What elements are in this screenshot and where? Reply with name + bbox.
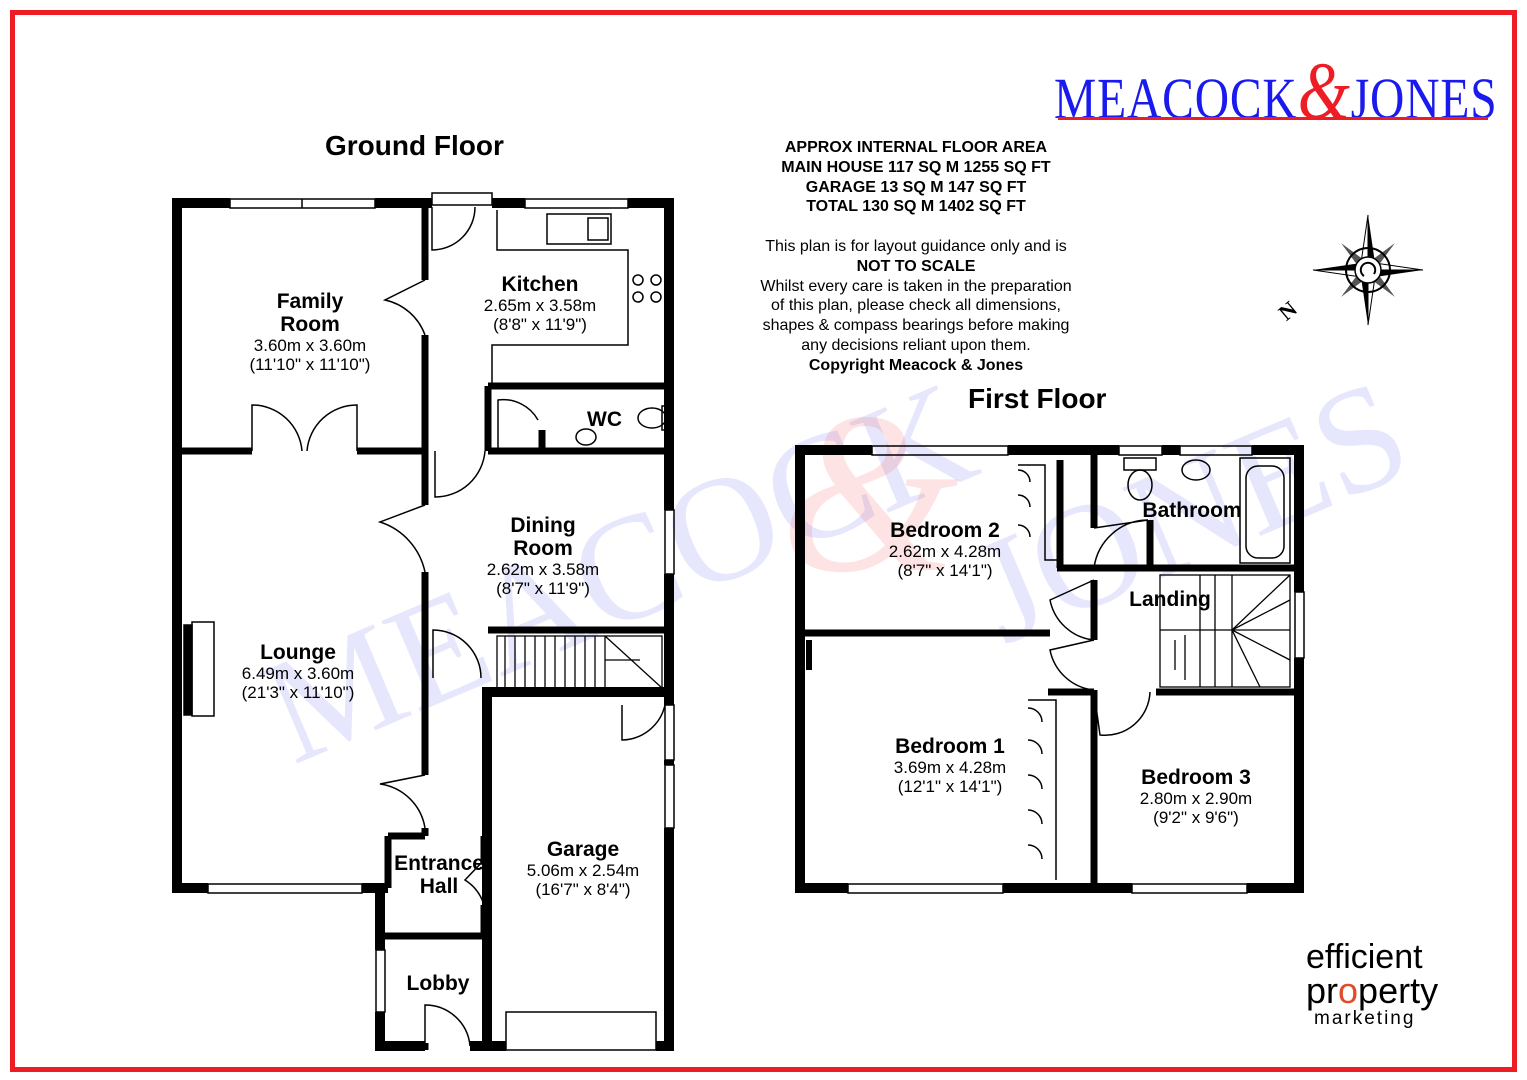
brand-right: JONES — [1350, 66, 1498, 131]
room-dimension-metric: 6.49m x 3.60m — [241, 664, 355, 683]
disclaimer-line: of this plan, please check all dimension… — [771, 297, 1061, 315]
room-dimension-metric: 3.60m x 3.60m — [253, 336, 367, 355]
room-dimension-imperial: (8'7" x 14'1") — [897, 561, 993, 580]
room-name: Kitchen — [501, 273, 579, 296]
first-floor-internal-walls — [803, 450, 1299, 888]
room-dimension-metric: 2.62m x 3.58m — [486, 560, 600, 579]
disclaimer-line: any decisions reliant upon them. — [801, 336, 1031, 354]
ground-floor-walls — [172, 198, 674, 1051]
logo-line: efficient — [1306, 938, 1423, 976]
disclaimer-line: This plan is for layout guidance only an… — [765, 238, 1067, 255]
first-floor-doors-fittings — [1017, 457, 1291, 880]
room-name: WC — [587, 408, 622, 431]
room-dimension-imperial: (21'3" x 11'10") — [241, 683, 355, 702]
room-name: Room — [280, 313, 340, 336]
area-info-line: GARAGE 13 SQ M 147 SQ FT — [805, 178, 1027, 196]
first-floor-walls — [795, 445, 1304, 893]
room-landing: Landing — [1100, 588, 1240, 611]
room-bedroom-1: Bedroom 1 3.69m x 4.28m (12'1" x 14'1") — [850, 735, 1050, 796]
room-dimension-metric: 2.80m x 2.90m — [1139, 789, 1253, 808]
room-name: Lounge — [260, 641, 336, 664]
room-dining-room: Dining Room 2.62m x 3.58m (8'7" x 11'9") — [443, 514, 643, 598]
room-name: Family — [276, 290, 344, 313]
disclaimer-line: Whilst every care is taken in the prepar… — [760, 277, 1072, 295]
room-bedroom-2: Bedroom 2 2.62m x 4.28m (8'7" x 14'1") — [845, 519, 1045, 580]
area-info-line: MAIN HOUSE 117 SQ M 1255 SQ FT — [781, 158, 1051, 176]
room-dimension-metric: 2.62m x 4.28m — [888, 542, 1002, 561]
compass-rose-icon — [1312, 214, 1424, 326]
room-dimension-metric: 2.65m x 3.58m — [483, 296, 597, 315]
room-name: Lobby — [406, 972, 470, 995]
room-name: Hall — [419, 875, 459, 898]
ground-floor-doors — [183, 206, 666, 1047]
efficient-property-marketing-logo: efficient property marketing — [1306, 940, 1466, 1030]
logo-o-mark: o — [1338, 970, 1359, 1011]
ground-floor-windows — [207, 192, 675, 1051]
ground-floor-stairs — [496, 635, 663, 689]
room-dimension-imperial: (16'7" x 8'4") — [535, 880, 631, 899]
room-dimension-imperial: (9'2" x 9'6") — [1153, 808, 1239, 827]
room-lobby: Lobby — [388, 972, 488, 995]
room-family-room: Family Room 3.60m x 3.60m (11'10" x 11'1… — [210, 290, 410, 374]
room-bedroom-3: Bedroom 3 2.80m x 2.90m (9'2" x 9'6") — [1096, 766, 1296, 827]
room-dimension-imperial: (11'10" x 11'10") — [249, 355, 371, 374]
first-floor-title: First Floor — [968, 383, 1107, 414]
area-info-line: TOTAL 130 SQ M 1402 SQ FT — [806, 198, 1026, 216]
kitchen-units — [491, 210, 669, 446]
room-wc: WC — [587, 408, 622, 431]
room-bathroom: Bathroom — [1122, 499, 1262, 522]
room-name: Bedroom 2 — [890, 519, 1000, 542]
room-entrance-hall: Entrance Hall — [384, 852, 494, 898]
first-floor-stairs — [1159, 574, 1291, 688]
logo-line: marketing — [1314, 1008, 1416, 1029]
area-info: APPROX INTERNAL FLOOR AREA MAIN HOUSE 11… — [716, 138, 1116, 217]
brand-underline — [1058, 117, 1488, 120]
room-name: Dining — [510, 514, 576, 537]
brand-left: MEACOCK — [1054, 66, 1298, 131]
disclaimer-line: Copyright Meacock & Jones — [808, 356, 1024, 374]
room-name: Garage — [546, 838, 620, 861]
logo-line: perty — [1358, 970, 1439, 1011]
disclaimer-line: NOT TO SCALE — [856, 257, 976, 275]
room-dimension-imperial: (8'8" x 11'9") — [493, 315, 587, 334]
page-border — [10, 10, 1517, 1072]
area-info-line: APPROX INTERNAL FLOOR AREA — [784, 139, 1048, 156]
ground-floor-title: Ground Floor — [325, 130, 504, 161]
room-dimension-imperial: (12'1" x 14'1") — [897, 777, 1003, 796]
ground-floor-internal-walls — [180, 203, 669, 1050]
room-name: Entrance — [394, 852, 484, 875]
logo-line: pr — [1306, 970, 1339, 1011]
room-kitchen: Kitchen 2.65m x 3.58m (8'8" x 11'9") — [440, 273, 640, 334]
room-name: Bedroom 1 — [895, 735, 1005, 758]
room-dimension-imperial: (8'7" x 11'9") — [496, 579, 590, 598]
first-floor-windows — [847, 445, 1305, 894]
room-dimension-metric: 3.69m x 4.28m — [893, 758, 1007, 777]
brand-amp: & — [1297, 45, 1351, 136]
brand-logo: MEACOCK&JONES — [1054, 44, 1497, 136]
room-name: Bedroom 3 — [1141, 766, 1251, 789]
room-garage: Garage 5.06m x 2.54m (16'7" x 8'4") — [483, 838, 683, 899]
room-name: Landing — [1129, 588, 1211, 611]
room-name: Room — [513, 537, 573, 560]
disclaimer: This plan is for layout guidance only an… — [716, 237, 1116, 376]
room-name: Bathroom — [1142, 499, 1242, 522]
room-lounge: Lounge 6.49m x 3.60m (21'3" x 11'10") — [198, 641, 398, 702]
disclaimer-line: shapes & compass bearings before making — [762, 317, 1070, 335]
room-dimension-metric: 5.06m x 2.54m — [526, 861, 640, 880]
